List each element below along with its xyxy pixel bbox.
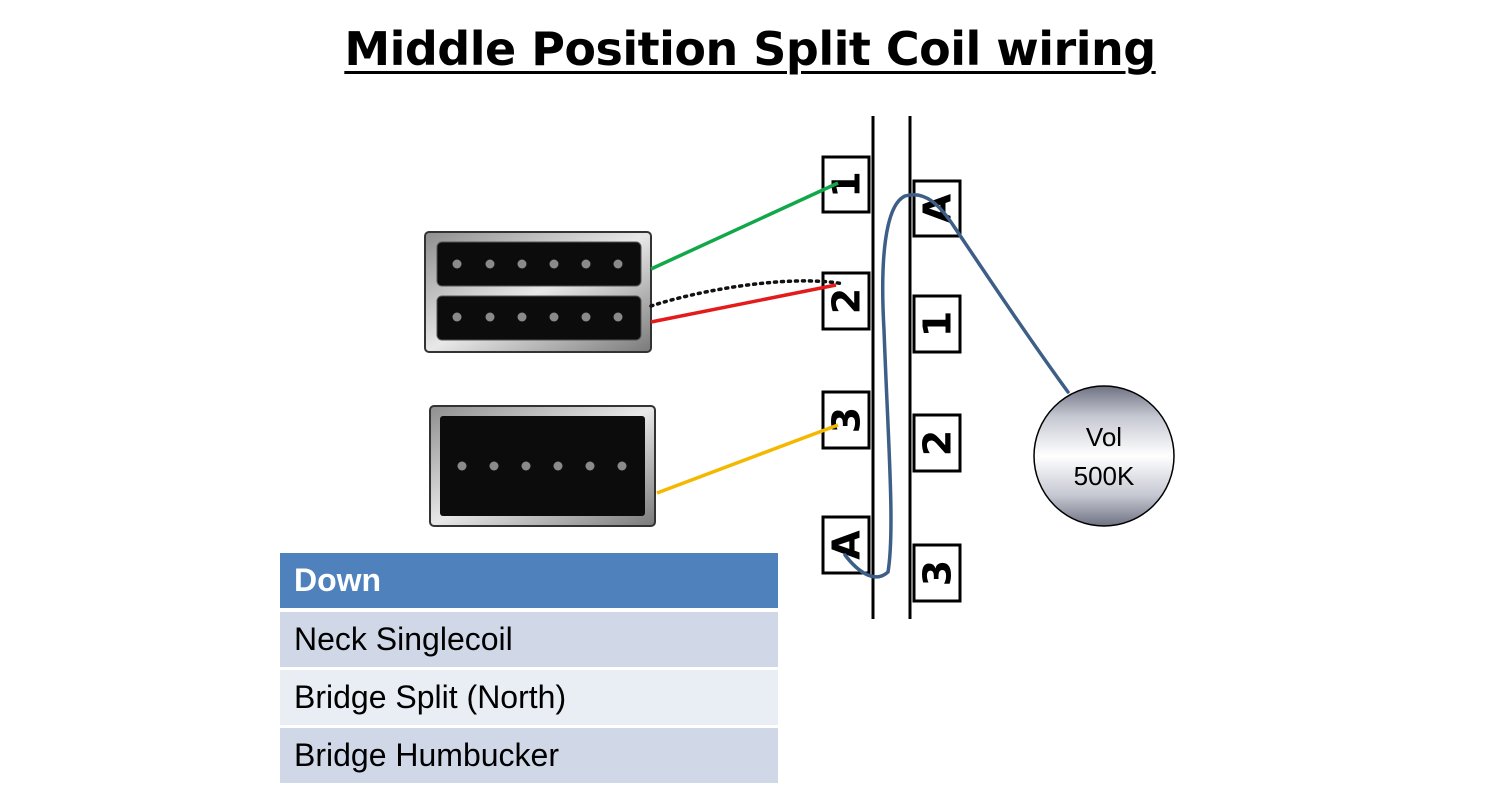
pot-name: Vol [1086, 422, 1122, 452]
switch-terminal-left-1: 1 [821, 155, 871, 214]
switch-position-table: Down Neck Singlecoil Bridge Split (North… [280, 553, 778, 786]
switch-terminal-right-3: 3 [912, 543, 962, 603]
table-cell: Neck Singlecoil [280, 612, 778, 670]
switch-terminal-left-3: 3 [821, 390, 871, 450]
page-title: Middle Position Split Coil wiring [344, 22, 1156, 76]
terminal-label: 1 [915, 311, 959, 337]
red-wire [650, 283, 837, 324]
table-row: Neck Singlecoil [280, 612, 778, 670]
terminal-label: 3 [915, 560, 959, 586]
volume-pot: Vol 500K [1033, 385, 1175, 527]
singlecoil-pickup [429, 405, 656, 527]
table-cell: Bridge Split (North) [280, 670, 778, 728]
switch-terminal-right-1: 1 [912, 294, 962, 354]
pot-value: 500K [1074, 461, 1135, 491]
table-header: Down [280, 553, 778, 612]
table-row: Bridge Humbucker [280, 728, 778, 786]
table-cell: Bridge Humbucker [280, 728, 778, 786]
table-row: Bridge Split (North) [280, 670, 778, 728]
yellow-wire [656, 423, 839, 495]
humbucker-pickup [424, 231, 652, 353]
terminal-label: 2 [824, 288, 868, 314]
green-wire [650, 181, 839, 271]
terminal-label: 2 [915, 430, 959, 456]
switch-terminal-left-a: A [821, 515, 871, 575]
switch-terminal-right-2: 2 [912, 413, 962, 473]
terminal-label: A [915, 193, 959, 223]
jumper-wire [843, 193, 1070, 579]
dotted-wire [649, 279, 846, 308]
